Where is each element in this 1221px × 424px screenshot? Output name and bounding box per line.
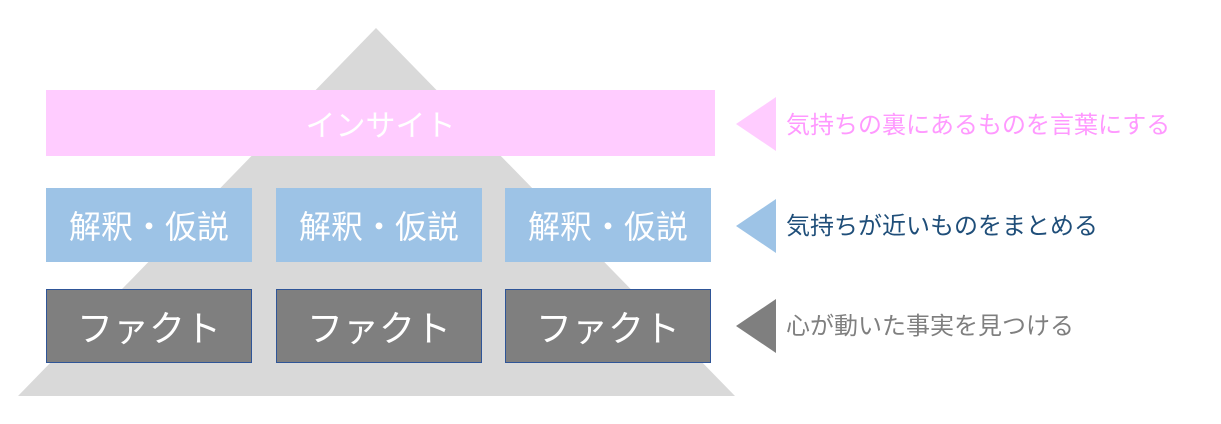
insight-description: 気持ちの裏にあるものを言葉にする: [786, 111, 1171, 139]
fact-arrow-icon: [736, 299, 776, 353]
interpretation-box-1: 解釈・仮説: [46, 188, 252, 262]
interpretation-label: 解釈・仮説: [68, 208, 229, 246]
fact-label: ファクト: [535, 309, 680, 350]
insight-label: インサイト: [305, 109, 456, 144]
insight-arrow-icon: [736, 97, 776, 151]
insight-box: インサイト: [46, 90, 715, 156]
interpretation-label: 解釈・仮説: [298, 208, 459, 246]
interpretation-description: 気持ちが近いものをまとめる: [786, 212, 1098, 240]
fact-label: ファクト: [306, 309, 451, 350]
fact-label: ファクト: [76, 309, 221, 350]
fact-description: 心が動いた事実を見つける: [786, 312, 1074, 340]
fact-box-3: ファクト: [505, 289, 711, 363]
interpretation-box-3: 解釈・仮説: [505, 188, 711, 262]
fact-box-1: ファクト: [46, 289, 252, 363]
interpretation-arrow-icon: [736, 199, 776, 253]
interpretation-box-2: 解釈・仮説: [276, 188, 482, 262]
fact-box-2: ファクト: [276, 289, 482, 363]
interpretation-label: 解釈・仮説: [527, 208, 688, 246]
